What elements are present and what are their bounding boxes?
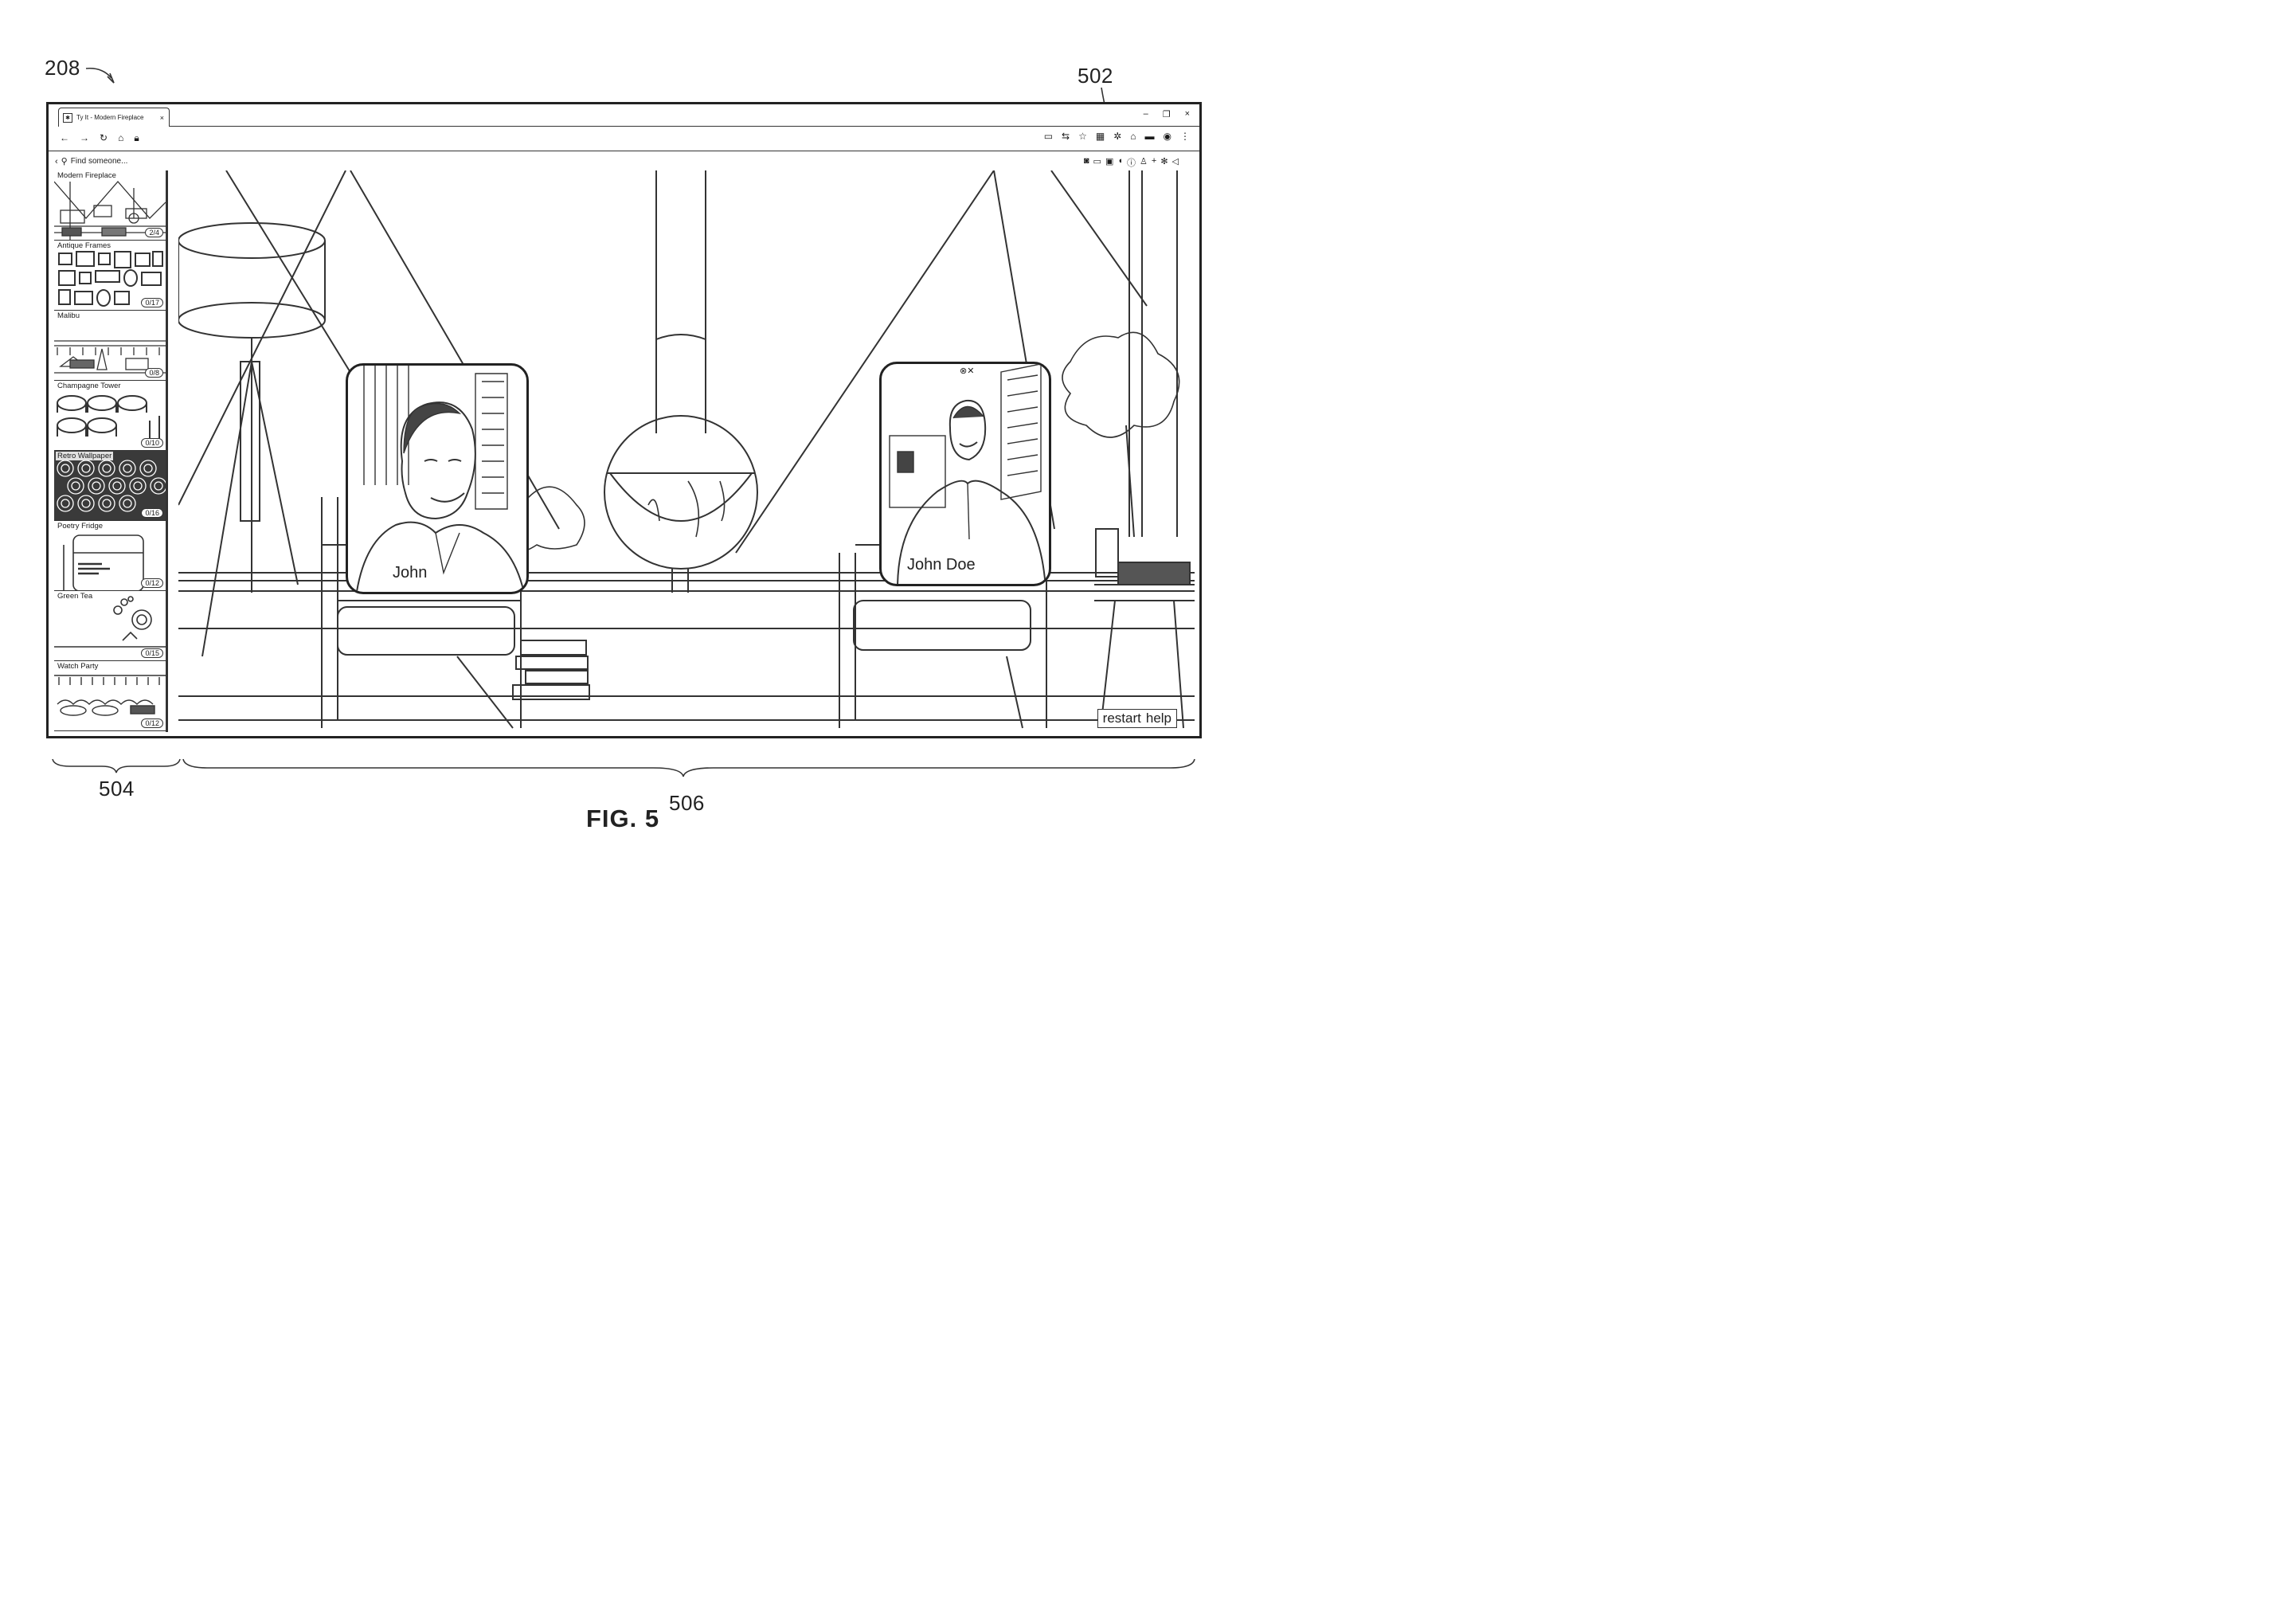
figure-label: FIG. 5: [586, 805, 660, 832]
scene-thumbnail[interactable]: Retro Wallpaper: [54, 451, 166, 521]
participant-count: 2/4: [145, 228, 163, 237]
search-icon: ⚲: [61, 157, 68, 166]
lock-icon[interactable]: 🔒︎: [134, 132, 139, 143]
participant-count: 0/15: [141, 648, 163, 658]
scene-preview-image: [58, 251, 163, 307]
shield-icon[interactable]: ⌂: [1130, 131, 1136, 142]
ref-window: 208: [45, 56, 80, 80]
scene-thumbnail[interactable]: Green Tea 0/15: [54, 591, 166, 661]
back-arrow-icon[interactable]: ←: [60, 132, 69, 143]
cast-icon[interactable]: ▭: [1043, 131, 1054, 142]
user-icon[interactable]: ♙: [1140, 157, 1148, 166]
ref-toolbar-controls: 502: [1078, 64, 1113, 88]
scene-name: Modern Fireplace: [56, 171, 118, 180]
participant-video: [355, 366, 525, 592]
participant-name: John: [393, 564, 428, 581]
menu-icon[interactable]: ⋮: [1180, 131, 1190, 142]
participant-count: 0/17: [141, 298, 163, 307]
participant-count: 0/16: [141, 508, 163, 518]
app-tool-icons: ◙ ▭ ▣ ◖ ⓘ ♙ + ✻ ◁: [1084, 156, 1179, 169]
participant-video: [889, 364, 1046, 584]
browser-extensions: ▭ ⇆ ☆ ▦ ✲ ⌂ ▬ ◉ ⋮: [1044, 131, 1190, 142]
screen-share-icon[interactable]: ▭: [1093, 157, 1101, 166]
scene-preview-image: [54, 596, 166, 648]
scene-thumbnail[interactable]: Watch Party 0/12: [54, 661, 166, 731]
scene-preview-image: [54, 451, 166, 520]
browser-window: ✱ Ty It - Modern Fireplace × – ❐ × ← → ↻…: [46, 102, 1202, 738]
participant-count: 0/10: [141, 438, 163, 448]
scene-thumbnail[interactable]: Antique Frames 0/17: [54, 241, 166, 311]
scene-thumbnail[interactable]: Champagne Tower 0/10: [54, 381, 166, 451]
scene-sidebar: Modern Fireplace 2/4 Antique Frames: [54, 170, 168, 732]
search-input[interactable]: [70, 157, 158, 166]
close-icon[interactable]: ×: [1184, 109, 1190, 119]
scene-preview-image: [63, 534, 144, 590]
camera-icon[interactable]: ◙: [1083, 156, 1089, 166]
stage-footer-links: restart help: [1097, 709, 1177, 728]
participant-count: 0/12: [141, 718, 163, 728]
scene-name: Antique Frames: [56, 241, 113, 250]
search-box: ‹ ⚲: [55, 156, 158, 166]
virtual-room-stage: John ⊗✕ John Doe restart help: [178, 170, 1195, 732]
participant-video-tile[interactable]: John: [346, 363, 529, 594]
app-logo-icon: ✱: [63, 112, 72, 123]
extension-icon[interactable]: ▬: [1144, 131, 1155, 142]
speaker-icon[interactable]: ◁: [1171, 157, 1179, 166]
scene-name: Retro Wallpaper: [56, 452, 114, 460]
video-icon[interactable]: ▣: [1105, 157, 1114, 166]
scene-name: Poetry Fridge: [56, 522, 105, 531]
home-icon[interactable]: ⌂: [118, 132, 124, 143]
tile-mute-icon[interactable]: ⊗✕: [960, 366, 975, 376]
scene-thumbnail[interactable]: Malibu 0/8: [54, 311, 166, 381]
forward-arrow-icon[interactable]: →: [80, 132, 89, 143]
tab-bar: ✱ Ty It - Modern Fireplace × – ❐ ×: [49, 104, 1199, 127]
settings-icon[interactable]: ✻: [1160, 157, 1168, 166]
scene-name: Watch Party: [56, 662, 100, 671]
tab-title: Ty It - Modern Fireplace: [76, 114, 144, 121]
scene-preview-image: [54, 675, 166, 716]
help-link[interactable]: help: [1145, 711, 1171, 726]
participant-name: John Doe: [907, 556, 976, 574]
scene-preview-image: [54, 340, 166, 374]
star-icon[interactable]: ☆: [1078, 131, 1087, 142]
scene-name: Malibu: [56, 311, 81, 320]
add-icon[interactable]: +: [1151, 156, 1157, 166]
tab-divider: [170, 126, 1199, 127]
restart-link[interactable]: restart: [1102, 711, 1141, 726]
scene-name: Champagne Tower: [56, 382, 123, 390]
minimize-icon[interactable]: –: [1143, 109, 1148, 119]
profile-icon[interactable]: ◉: [1163, 131, 1171, 142]
mic-icon[interactable]: ◖: [1117, 156, 1123, 166]
link-icon[interactable]: ⇆: [1062, 131, 1070, 142]
help-icon[interactable]: ⓘ: [1127, 159, 1136, 168]
navigation-bar: ← → ↻ ⌂ 🔒︎ ▭ ⇆ ☆ ▦ ✲ ⌂ ▬ ◉ ⋮: [49, 127, 1199, 151]
app-toolbar: ‹ ⚲ ◙ ▭ ▣ ◖ ⓘ ♙ + ✻ ◁: [49, 154, 1199, 170]
scene-thumbnail[interactable]: Poetry Fridge 0/12: [54, 521, 166, 591]
scene-thumbnail[interactable]: Modern Fireplace 2/4: [54, 170, 166, 241]
participant-count: 0/8: [145, 368, 163, 378]
puzzle-icon[interactable]: ✲: [1113, 131, 1122, 142]
grid-icon[interactable]: ▦: [1095, 131, 1105, 142]
reload-icon[interactable]: ↻: [100, 132, 108, 143]
chevron-left-icon[interactable]: ‹: [55, 156, 58, 166]
ref-sidebar: 504: [99, 777, 135, 801]
participant-video-tile[interactable]: ⊗✕ John Doe: [879, 362, 1051, 586]
window-controls: – ❐ ×: [1144, 109, 1190, 119]
browser-tab[interactable]: ✱ Ty It - Modern Fireplace ×: [58, 108, 170, 127]
scene-preview-image: [57, 395, 160, 444]
ref-stage: 506: [669, 791, 705, 815]
participant-count: 0/12: [141, 578, 163, 588]
scene-name: Green Tea: [56, 592, 95, 601]
maximize-icon[interactable]: ❐: [1162, 110, 1171, 119]
tab-close-icon[interactable]: ×: [159, 113, 164, 122]
